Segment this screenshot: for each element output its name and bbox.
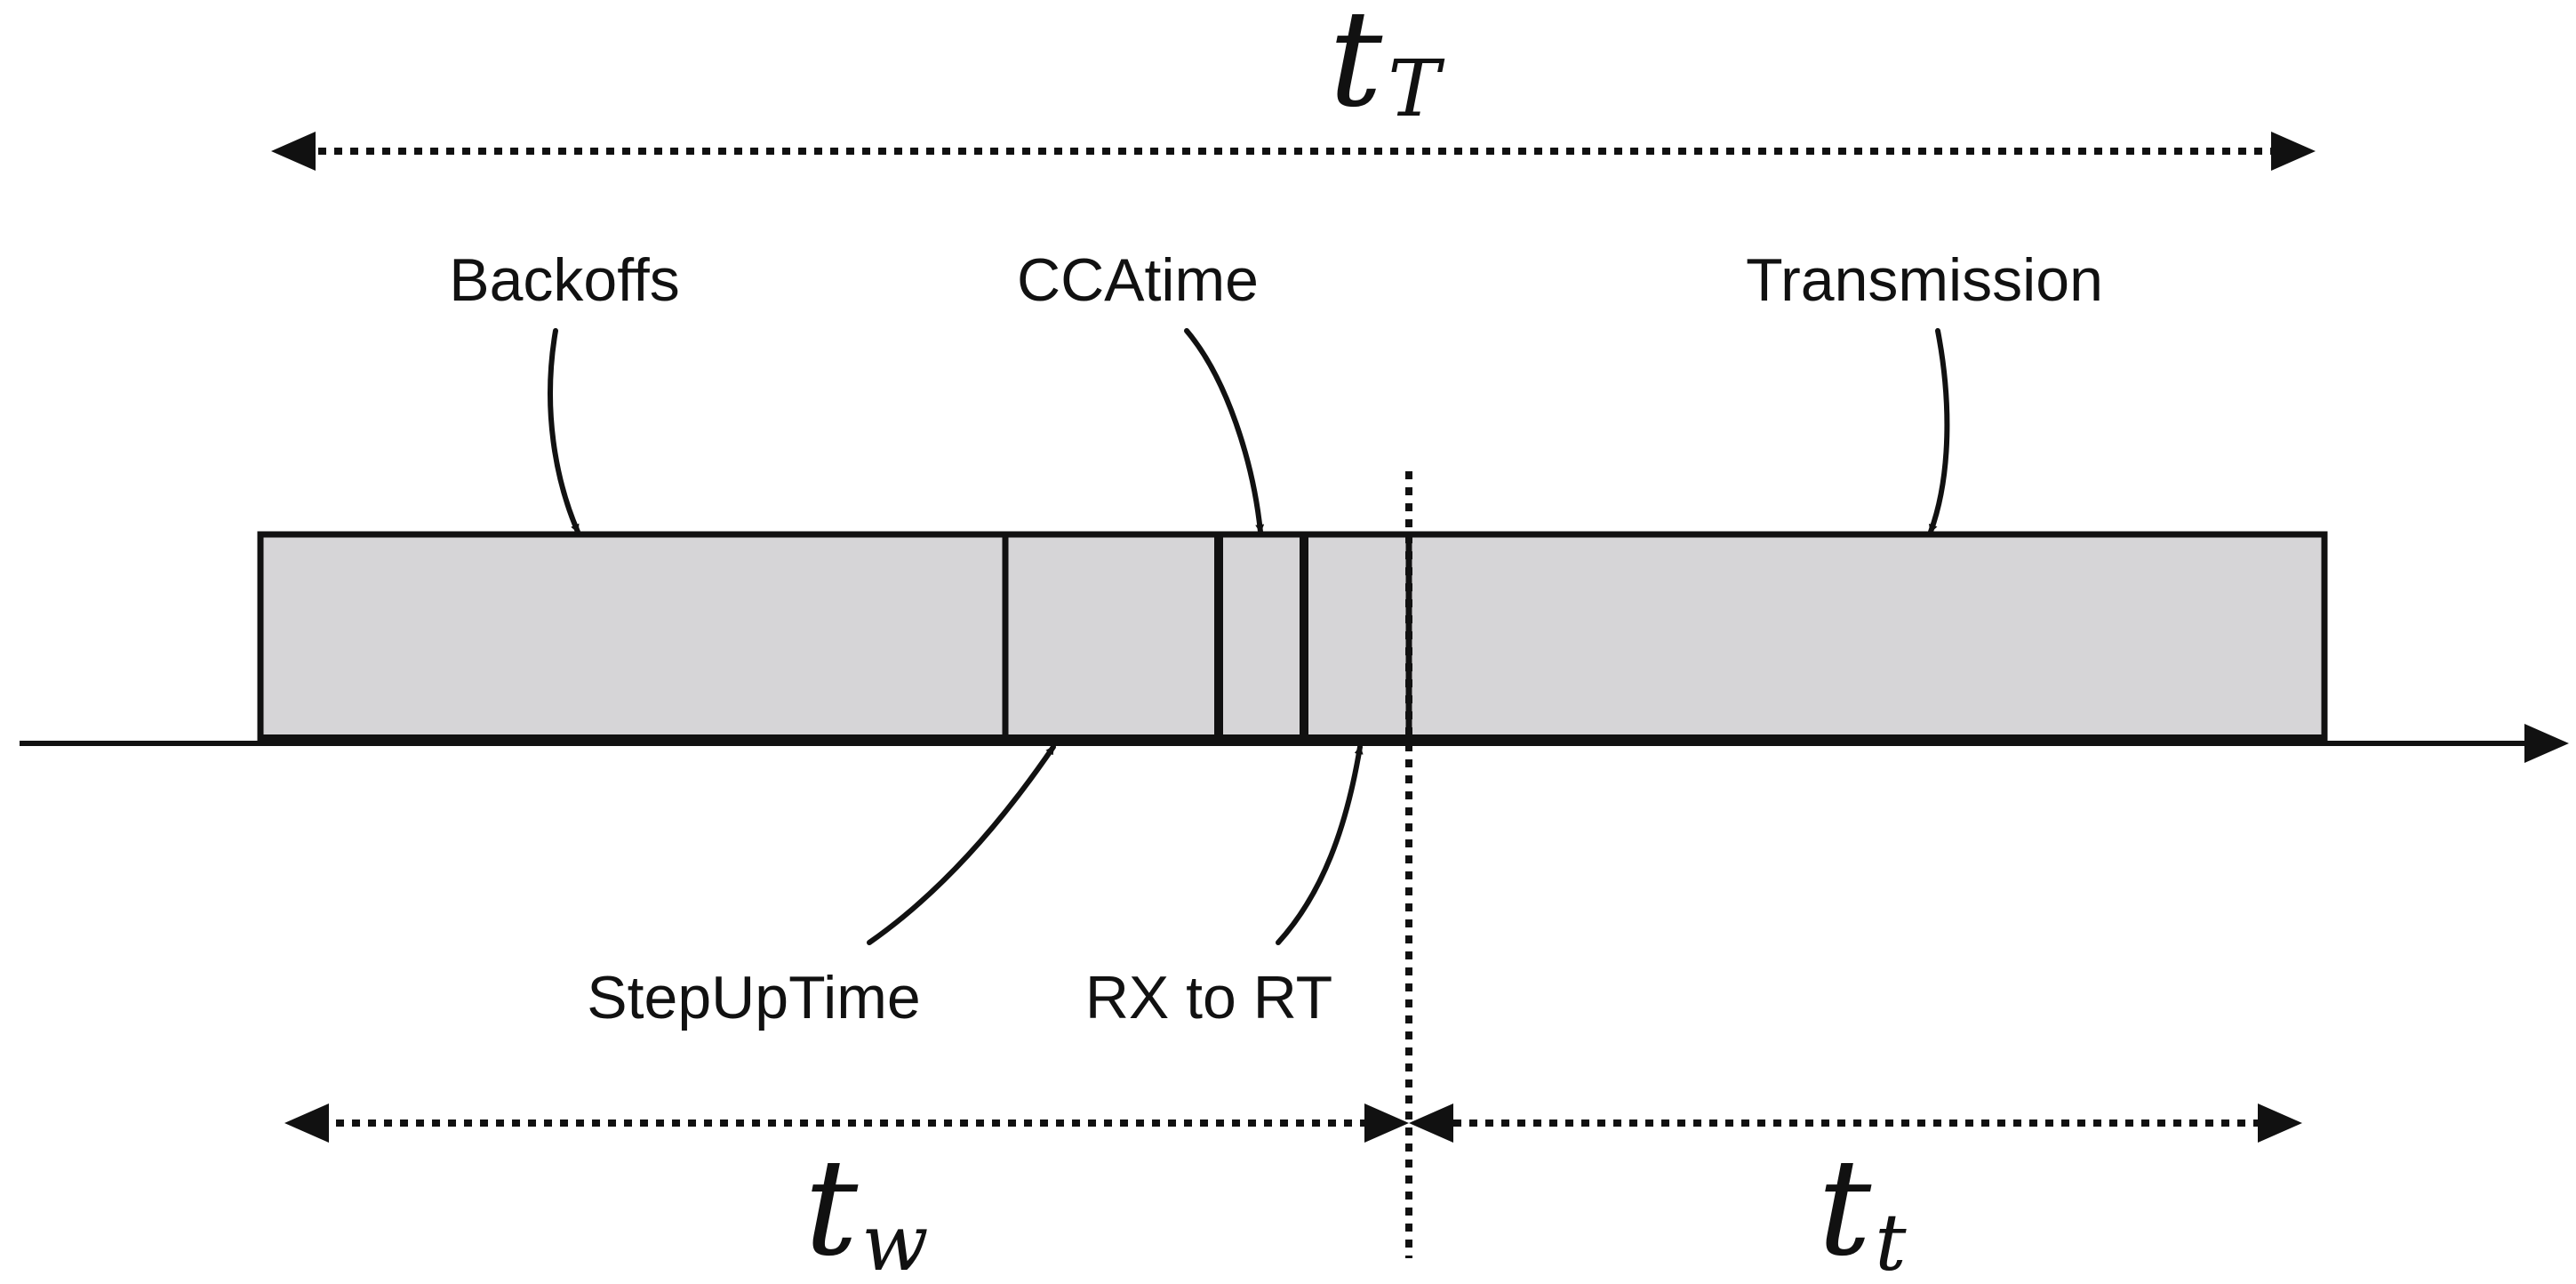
rx-to-rt-label: RX to RT — [1085, 964, 1332, 1031]
total-time-right-arrowhead — [2271, 132, 2316, 171]
waiting-time-symbol: tw — [804, 1131, 929, 1284]
backoffs-label: Backoffs — [449, 246, 680, 314]
time-axis-arrowhead — [2524, 724, 2569, 763]
ccatime-arrow — [1184, 328, 1265, 534]
rx-to-rt-segment — [1300, 531, 1412, 742]
stepuptime-label: StepUpTime — [587, 964, 920, 1031]
waiting-time-right-arrowhead — [1364, 1103, 1409, 1143]
ccatime-label: CCAtime — [1017, 246, 1259, 314]
waiting-time-span: tw — [284, 1103, 1409, 1284]
rx-to-rt-arrow — [1276, 744, 1364, 945]
stepuptime-arrow — [867, 744, 1056, 945]
total-time-left-arrowhead — [271, 132, 316, 171]
transmission-arrow — [1928, 328, 1950, 534]
transmission-time-left-arrowhead — [1409, 1103, 1453, 1143]
transmission-time-span: tt — [1409, 1103, 2302, 1284]
transmission-label: Transmission — [1746, 246, 2103, 314]
timeline-bar — [257, 531, 2328, 743]
backoffs-arrow — [548, 328, 580, 534]
total-time-span: tT — [271, 0, 2316, 171]
transmission-time-right-arrowhead — [2258, 1103, 2302, 1143]
waiting-time-left-arrowhead — [284, 1103, 329, 1143]
transmission-segment — [1405, 531, 2328, 742]
transmission-time-symbol: tt — [1818, 1131, 1907, 1284]
ccatime-segment — [1215, 531, 1308, 742]
stepuptime-segment — [1002, 531, 1222, 742]
total-time-symbol: tT — [1329, 0, 1445, 137]
backoffs-segment — [257, 531, 1009, 742]
